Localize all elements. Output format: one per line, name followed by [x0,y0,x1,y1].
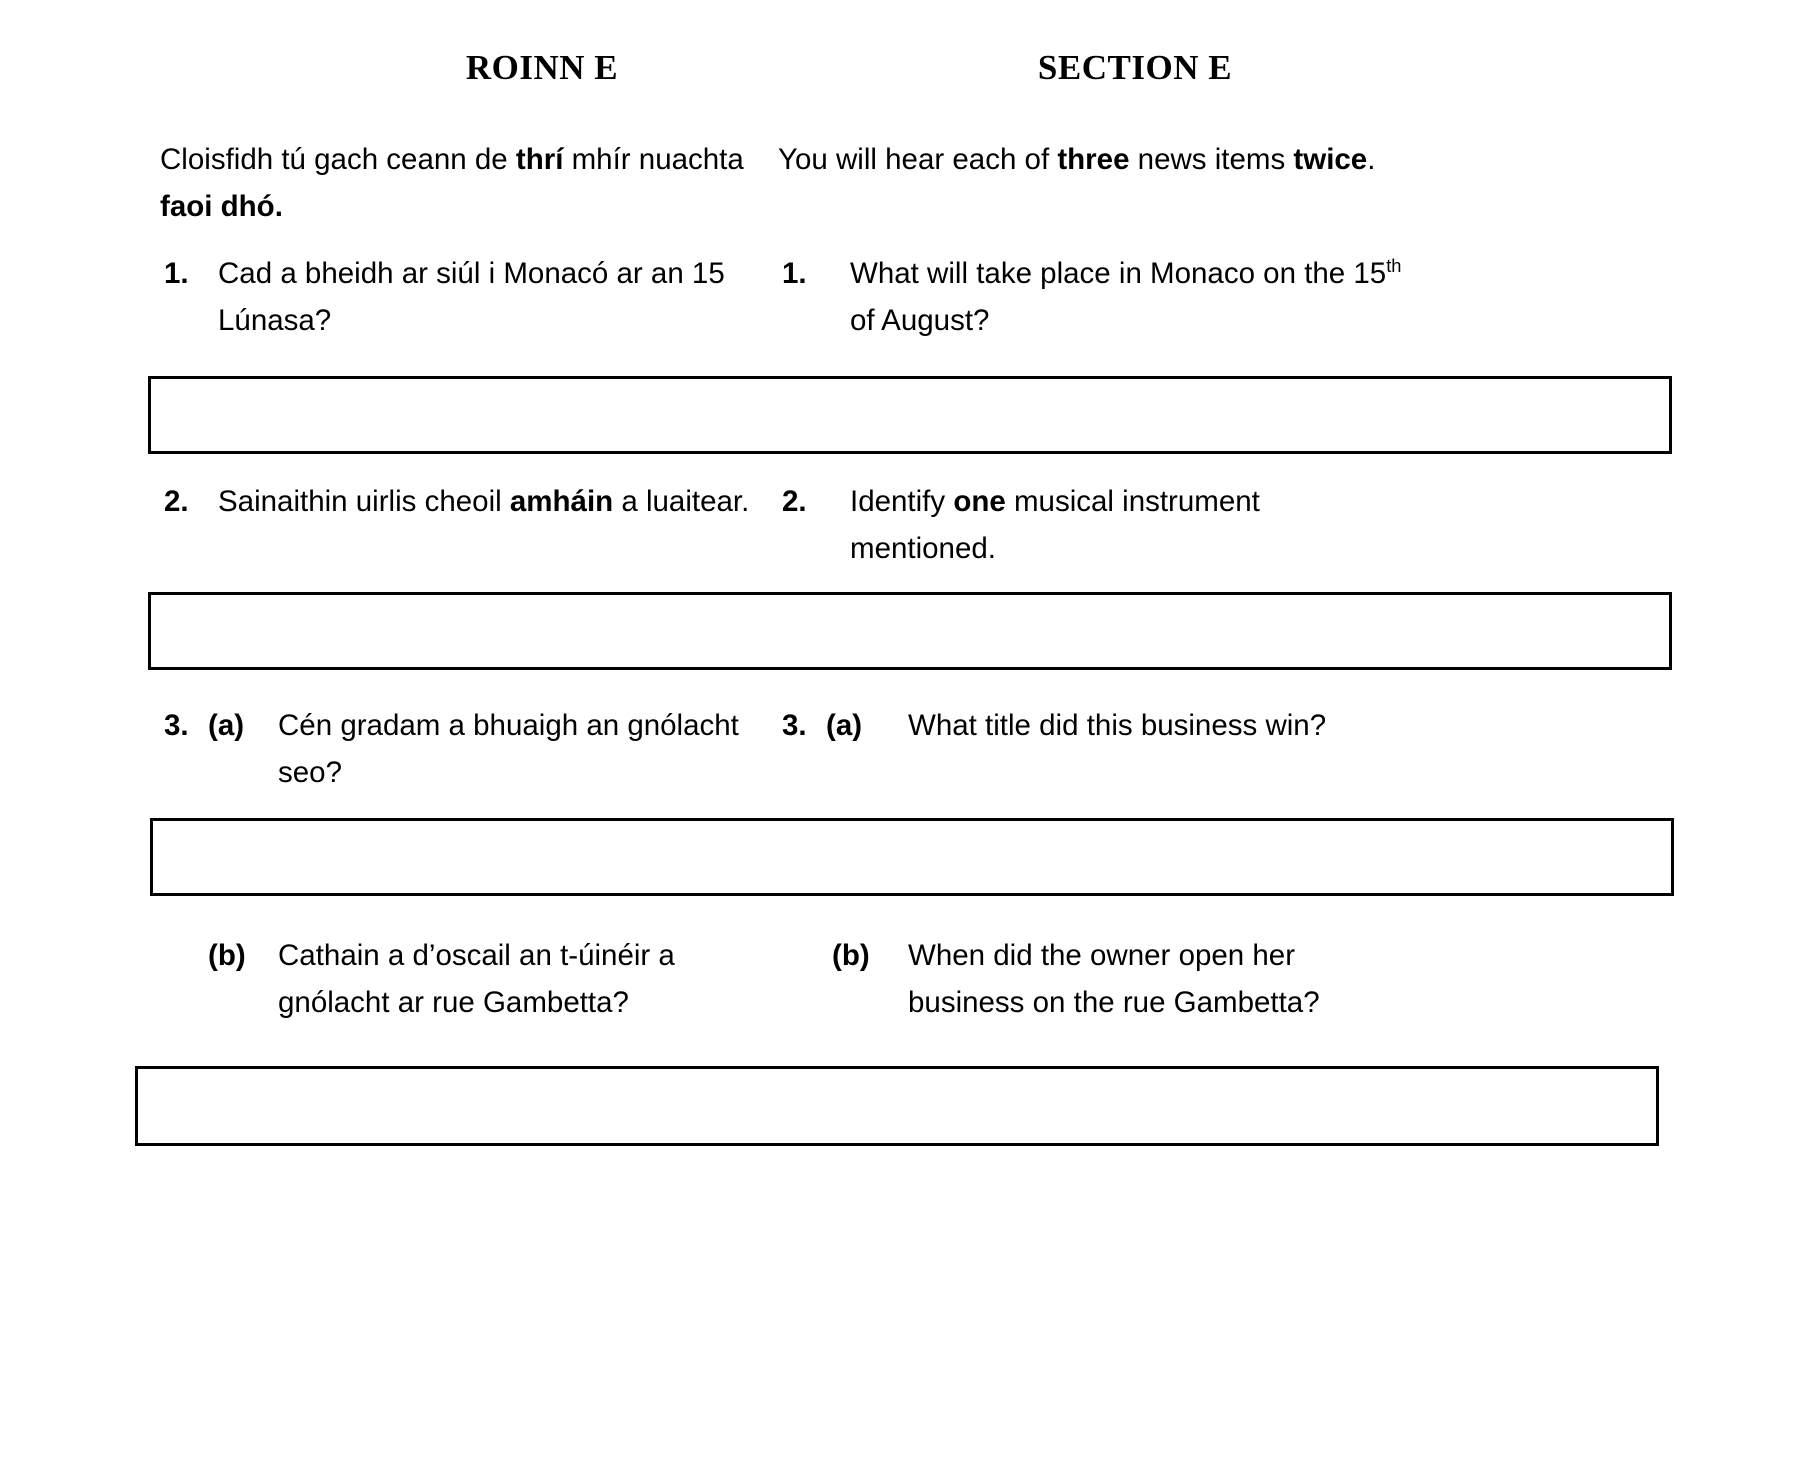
ordinal-suffix-superscript: th [1386,255,1402,277]
section-headers: ROINN E SECTION E [0,48,1818,104]
question-2-irish-bold: amháin [509,485,614,518]
question-3a-text-english-line1: What title did this business win? [908,709,1327,742]
question-1-english: 1. What will take place in Monaco on the… [778,250,1468,344]
intro-text-english: You will hear each of three news items t… [778,136,1418,183]
question-2-text-english-line2: mentioned. [850,532,996,565]
question-3-number-irish: 3. [164,709,189,742]
question-3b-irish: (b) Cathain a d’oscail an t-úinéir a gnó… [160,932,850,1026]
question-2-english-bold: one [953,485,1006,518]
intro-english-bold1: three [1057,143,1130,176]
question-3b-english: (b) When did the owner open her business… [778,932,1468,1026]
question-1-text-irish-line2: Lúnasa? [218,304,332,337]
question-2-irish-pre: Sainaithin uirlis cheoil [218,485,510,518]
question-1-number-english: 1. [782,257,807,290]
page-title-english: SECTION E [1037,48,1233,87]
question-2-english-post: musical instrument [1005,485,1260,518]
intro-irish-bold2: faoi dhó. [160,190,283,223]
page-title-irish: ROINN E [465,48,619,87]
intro-english-bold2: twice [1293,143,1368,176]
intro-english-part2: news items [1129,143,1294,176]
question-2-number-english: 2. [782,485,807,518]
question-1-irish: 1. Cad a bheidh ar siúl i Monacó ar an 1… [160,250,850,344]
intro-irish-part1: Cloisfidh tú gach ceann de [160,143,516,176]
answer-box-1[interactable] [148,376,1672,454]
question-3a-irish: 3. (a) Cén gradam a bhuaigh an gnólacht … [160,702,850,796]
intro-english-part3: . [1367,143,1376,176]
question-3b-text-irish-line1: Cathain a d’oscail an t-úinéir a [278,939,675,972]
question-1-number-irish: 1. [164,257,189,290]
question-1-text-irish-line1: Cad a bheidh ar siúl i Monacó ar an 15 [218,257,725,290]
question-3b-text-english-line2: business on the rue Gambetta? [908,986,1320,1019]
answer-box-3b[interactable] [135,1066,1659,1146]
question-1-english-pre: What will take place in Monaco on the 15 [850,257,1387,290]
question-2-text-irish: Sainaithin uirlis cheoil amháin a luaite… [160,478,850,525]
question-2-number-irish: 2. [164,485,189,518]
intro-irish-part2: mhír nuachta [563,143,744,176]
question-3b-text-irish-line2: gnólacht ar rue Gambetta? [278,986,629,1019]
answer-box-3a[interactable] [150,818,1674,896]
intro-text-irish: Cloisfidh tú gach ceann de thrí mhír nua… [160,136,760,230]
intro-english-part1: You will hear each of [778,143,1058,176]
question-2-irish: 2. Sainaithin uirlis cheoil amháin a lua… [160,478,850,525]
question-3b-label-english: (b) [832,939,870,972]
answer-box-2[interactable] [148,592,1672,670]
question-3a-label-english: (a) [826,709,863,742]
question-3a-label-irish: (a) [208,709,245,742]
intro-irish-bold1: thrí [515,143,564,176]
question-1-text-english-line1: What will take place in Monaco on the 15… [778,250,1468,297]
question-3b-label-irish: (b) [208,939,246,972]
question-3a-text-irish-line2: seo? [278,756,342,789]
question-2-english-pre: Identify [850,485,954,518]
question-1-text-english-line2: of August? [850,304,990,337]
question-2-irish-post: a luaitear. [613,485,750,518]
question-2-english: 2. Identify one musical instrument menti… [778,478,1468,572]
question-2-text-english-line1: Identify one musical instrument [778,478,1468,525]
question-3a-english: 3. (a) What title did this business win? [778,702,1468,749]
question-3b-text-english-line1: When did the owner open her [908,939,1296,972]
question-3a-text-irish-line1: Cén gradam a bhuaigh an gnólacht [278,709,739,742]
question-3-number-english: 3. [782,709,807,742]
